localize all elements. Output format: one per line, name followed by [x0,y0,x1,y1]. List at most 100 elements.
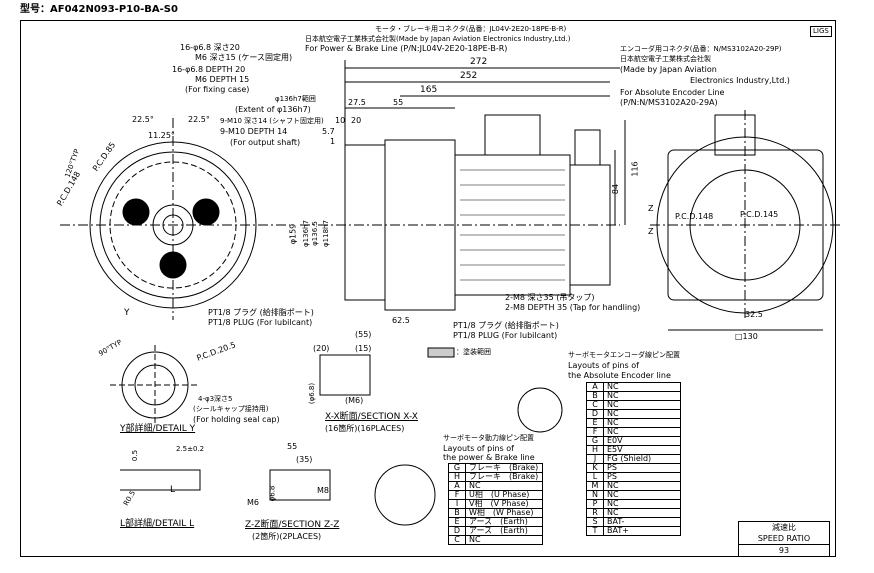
dim-130: □130 [735,332,758,341]
dim-62-5: 62.5 [392,316,410,325]
label-m10: 9-M10 DEPTH 14 [220,127,288,136]
dim-z-55: 55 [287,442,298,451]
power-table-title1: Layouts of pins of [443,444,514,453]
dim-10: 10 [335,116,346,125]
side-flange [344,144,386,301]
label-section-x: X-X断面/SECTION X-X [325,412,418,422]
dim-32-5: 32.5 [745,310,763,319]
dim-252: 252 [460,71,478,81]
label-encoder-connector-jp: エンコーダ用コネクタ(品番：N/MS3102A20-29P) [620,45,782,53]
label-seal-jp2: (シールキャップ接持用) [193,405,269,413]
label-pcd145: P.C.D.145 [740,210,779,219]
speed-ratio-box: 減速比 SPEED RATIO 93 [738,521,830,557]
side-connector-power [484,114,541,156]
dim-27-5: 27.5 [348,98,366,107]
label-hole4: M6 DEPTH 15 [195,75,250,84]
label-pt-plug-jp: PT1/8 プラグ (給排脂ポート) [208,308,314,317]
encoder-table-title-jp: サーボモータエンコーダ線ピン配置 [568,351,680,359]
label-for-power-brake: For Power & Brake Line (P/N:JL04V-2E20-1… [305,44,508,53]
label-section-z: Z-Z断面/SECTION Z-Z [245,520,340,530]
encoder-table-title2: the Absolute Encoder line [568,371,671,380]
dim-z-35: (35) [296,455,313,464]
label-pn-encoder: (P/N:N/MS3102A20-29A) [620,98,718,107]
dim-phi136-5: φ136.5 [310,221,319,246]
label-a1125: 11.25° [148,131,175,140]
speed-ratio-label-jp: 減速比 [772,523,796,532]
label-phi136-jp: φ136h7範囲 [275,95,316,103]
dim-z-m8: M8 [317,486,329,495]
power-pin-face [374,464,436,526]
section-x-shape [319,354,371,396]
dim-phi159: φ159 [288,223,298,245]
side-connector-encoder [574,129,601,166]
label-m10b: (For output shaft) [230,138,301,147]
logo-icon: LIGS [810,26,832,37]
dim-x-15: (15) [355,344,372,353]
detail-l-shape [120,469,201,491]
dim-phi136h7: φ136h7 [301,220,310,247]
label-pt-plug2-jp: PT1/8 プラグ (給排脂ポート) [453,321,559,330]
label-pt-plug: PT1/8 PLUG (For lubilcant) [208,318,313,327]
rear-connector [714,114,756,156]
label-hole3: 16-φ6.8 DEPTH 20 [172,65,246,74]
speed-ratio-value: 93 [778,546,790,555]
label-pcd148b: P.C.D.148 [675,212,714,221]
dim-165: 165 [420,85,438,95]
label-hole2-jp: M6 深さ15 (ケース固定用) [195,53,293,62]
dim-5-7: 5.7 [322,127,335,136]
label-z-top: Z [648,204,654,213]
label-l: L [170,485,176,495]
dim-1: 1 [330,137,336,146]
label-section-x-sub: (16箇所)(16PLACES) [325,424,405,433]
pin-signal: NC [465,535,543,545]
encoder-table-title1: Layouts of pins of [568,361,639,370]
label-made-by-japan: (Made by Japan Aviation [620,65,717,74]
coating-legend-swatch [427,347,455,358]
dim-20: 20 [351,116,362,125]
label-phi136: (Extent of φ136h7) [235,105,311,114]
pin-signal: BAT+ [603,526,681,536]
dim-84: 84 [611,183,621,195]
dim-x-m6: (M6) [345,396,364,405]
label-seal: (For holding seal cap) [193,415,280,424]
label-detail-l: L部詳細/DETAIL L [120,519,195,529]
label-coating-jp: ：塗装範囲 [456,348,491,356]
label-seal-jp: 4-φ3深さ5 [198,395,233,403]
label-a225b: 22.5° [188,115,210,124]
label-m8-jp: 2-M8 深さ35 (吊タップ) [505,293,595,302]
label-a225: 22.5° [132,115,154,124]
label-jae-jp2: 日本航空電子工業株式会社製 [620,55,711,63]
dim-l-0-5: 0.5 [131,449,140,462]
label-for-abs-encoder: For Absolute Encoder Line [620,88,725,97]
pin-letter: T [586,526,604,536]
label-m8: 2-M8 DEPTH 35 (Tap for handling) [505,303,641,312]
front-big-holes [122,198,220,279]
dim-l-2-5: 2.5±0.2 [176,445,205,453]
label-electronics: Electronics Industry,Ltd.) [690,76,790,85]
dim-x-phi6-8: (φ6.8) [308,382,317,405]
dim-x-55: (55) [355,330,372,339]
dim-z-m6: M6 [247,498,259,507]
speed-ratio-label: SPEED RATIO [757,534,811,543]
label-hole5: (For fixing case) [185,85,250,94]
